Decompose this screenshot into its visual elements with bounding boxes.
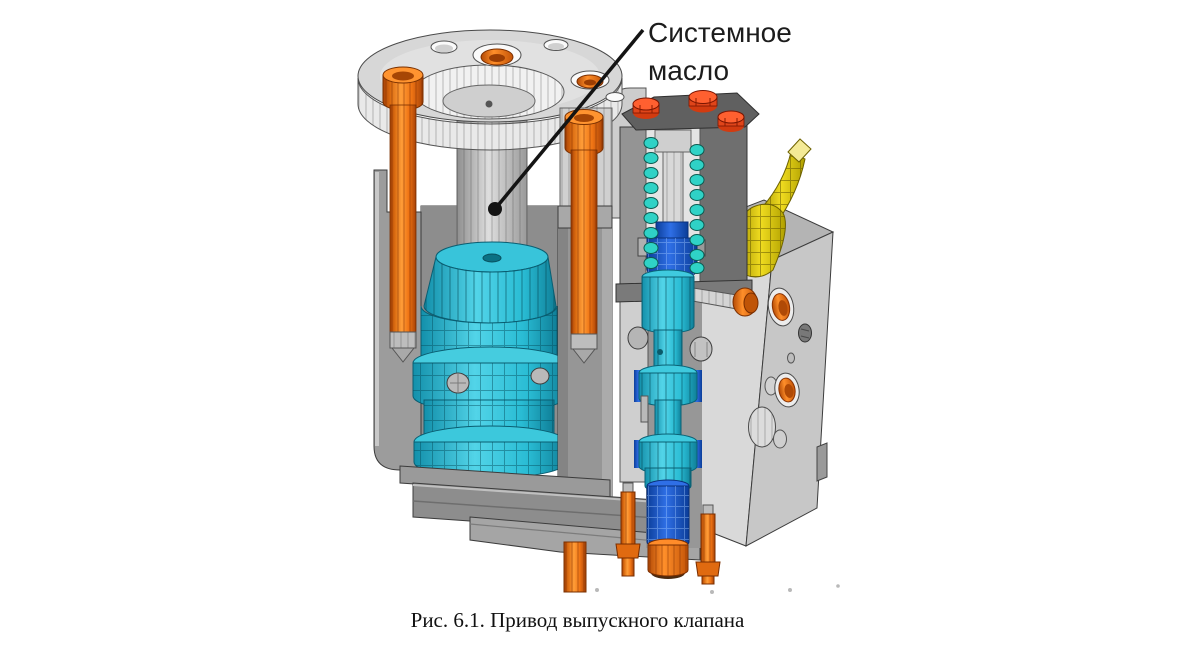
screw-tip — [571, 348, 597, 364]
valve-spindle-head — [654, 129, 692, 153]
housing-right-wall — [699, 117, 748, 291]
flange-bolt-holes — [430, 39, 625, 102]
hanging-stud — [563, 541, 587, 593]
leader-dot — [488, 202, 502, 216]
cap-screw-right — [564, 109, 604, 364]
hex-bolt-red — [632, 97, 660, 119]
lever-tip — [787, 138, 812, 163]
servo-piston — [412, 241, 568, 479]
figure-caption: Рис. 6.1. Привод выпускного клапана — [410, 608, 745, 632]
piston-center-hole — [482, 253, 502, 263]
pilot-pin — [686, 286, 759, 317]
hex-plug — [798, 323, 812, 343]
side-knob — [689, 336, 713, 362]
annotation-label-line1: Системное — [648, 17, 792, 48]
top-flange — [357, 29, 625, 151]
bottom-stud-left — [615, 482, 641, 577]
hex-bolt-red — [717, 110, 745, 132]
valve-spring-coils — [643, 137, 705, 274]
valve-actuator-assembly — [615, 90, 835, 585]
ground-speckles — [595, 584, 840, 594]
annotation-system-oil: Системное масло — [488, 17, 792, 216]
small-boss — [773, 429, 787, 449]
socket-hex — [392, 71, 414, 81]
serrated-boss-large — [748, 406, 776, 448]
hex-bolt-red — [688, 90, 718, 113]
spindle-hole — [657, 349, 663, 355]
port-mid-orange — [774, 372, 800, 408]
small-hole — [787, 352, 795, 364]
block-side-tab — [816, 442, 828, 482]
bottom-stud-right — [695, 504, 721, 585]
screw-tip — [390, 347, 416, 363]
cap-screw-left — [382, 66, 424, 363]
center-oil-hole — [485, 100, 493, 108]
socket-hex — [574, 114, 594, 122]
collar-boss — [530, 367, 550, 385]
housing-left-cut — [619, 126, 647, 290]
yellow-lever — [735, 138, 812, 278]
annotation-label-line2: масло — [648, 55, 729, 86]
side-knob — [627, 326, 649, 350]
valve-spindle-column — [627, 269, 713, 579]
port-upper-orange — [767, 287, 795, 327]
leader-line — [493, 28, 645, 211]
